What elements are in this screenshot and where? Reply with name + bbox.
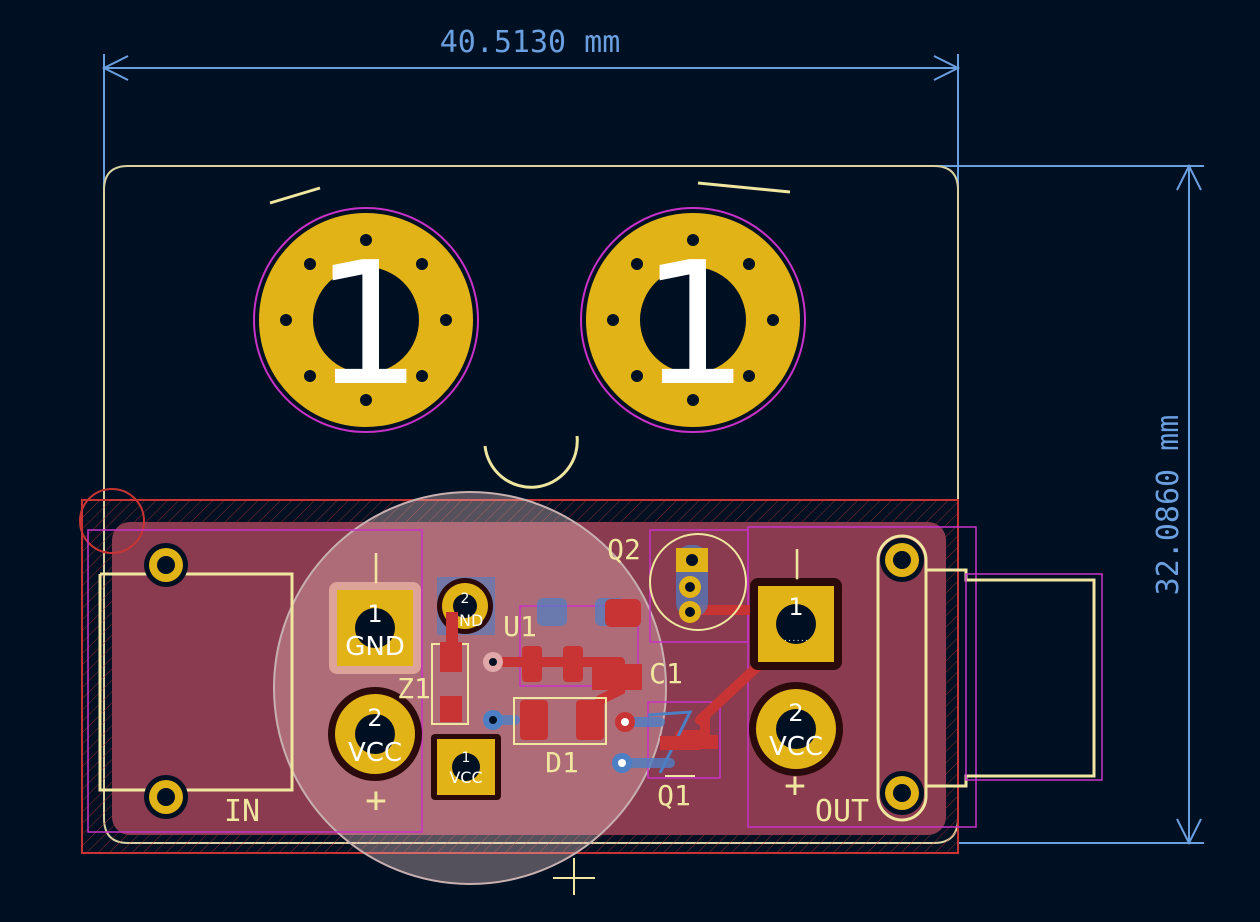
vcc-pad-left[interactable] [328, 687, 422, 781]
width-dimension[interactable] [101, 54, 961, 190]
u1-label: U1 [503, 610, 537, 643]
out-pad-1-number: 1 [788, 593, 803, 621]
vias [483, 652, 635, 773]
left-eyebrow [269, 186, 321, 205]
right-eye-pad-number: 1 [641, 226, 749, 424]
height-dimension[interactable] [934, 163, 1204, 846]
d1-component[interactable] [513, 697, 607, 745]
left-eye-pad[interactable]: 1 [253, 207, 479, 433]
out-pad-1-tiny-text: ······ [783, 637, 808, 645]
q2-label: Q2 [607, 533, 641, 566]
gnd-pad-left-name: GND [345, 632, 405, 662]
d1-label: D1 [545, 746, 579, 779]
gnd-pad-left-number: 1 [367, 600, 382, 628]
right-eyebrow [697, 181, 791, 194]
vcc-plus-mark-left: + [365, 780, 387, 821]
vcc-pad-small[interactable] [431, 734, 501, 800]
origin-marker [79, 488, 145, 554]
width-dimension-label: 40.5130 mm [440, 25, 621, 60]
out-minus-mark: | [788, 545, 806, 580]
c1-label: C1 [649, 657, 683, 690]
out-pad-2-number: 2 [788, 699, 803, 727]
out-connector[interactable] [876, 534, 1103, 822]
z1-component[interactable] [431, 612, 469, 725]
in-connector[interactable] [98, 543, 294, 819]
out-pad-2[interactable] [749, 682, 843, 776]
smile [483, 435, 579, 489]
vcc-pad-left-name: VCC [348, 738, 402, 768]
in-label: IN [224, 794, 260, 829]
gnd-pad-small-number: 2 [461, 591, 470, 607]
q1-component[interactable] [647, 710, 718, 777]
right-eye-pad[interactable]: 1 [580, 207, 806, 433]
z1-label: Z1 [397, 672, 431, 705]
q1-label: Q1 [657, 779, 691, 812]
height-dimension-label: 32.0860 mm [1151, 415, 1186, 596]
vcc-pad-left-number: 2 [367, 704, 382, 732]
left-eye-pad-number: 1 [314, 226, 422, 424]
gnd-pad-left[interactable] [329, 582, 421, 674]
gnd-minus-mark: | [367, 549, 385, 584]
out-pad-2-name: VCC [769, 732, 823, 762]
vcc-plus-mark-right: + [784, 765, 806, 806]
q2-component[interactable] [649, 533, 747, 631]
vcc-pad-small-name: VCC [449, 768, 482, 787]
out-label: OUT [815, 794, 869, 829]
vcc-pad-small-number: 1 [462, 750, 471, 766]
out-pad-1[interactable]: ······ [750, 578, 842, 670]
